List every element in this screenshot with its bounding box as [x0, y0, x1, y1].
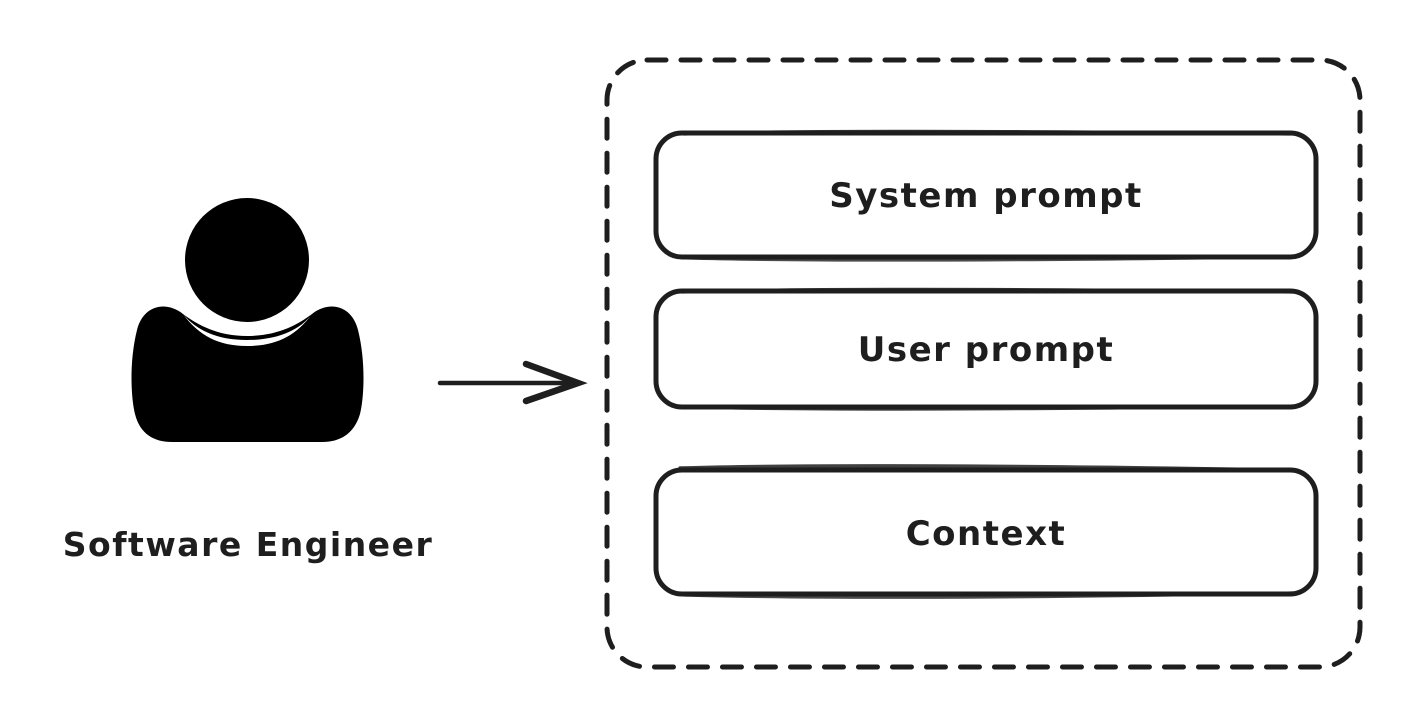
- user-person-icon: [131, 198, 364, 442]
- prompt-item-context-label: Context: [906, 514, 1067, 554]
- prompt-item-system-label: System prompt: [829, 176, 1142, 216]
- prompt-item-user[interactable]: User prompt: [653, 287, 1319, 411]
- prompt-item-system[interactable]: System prompt: [653, 129, 1319, 262]
- prompt-item-user-label: User prompt: [858, 330, 1115, 370]
- prompt-container: [604, 57, 1363, 670]
- arrow-right-icon: [437, 360, 588, 405]
- actor-label: Software Engineer: [63, 525, 433, 564]
- prompt-item-context[interactable]: Context: [653, 464, 1319, 599]
